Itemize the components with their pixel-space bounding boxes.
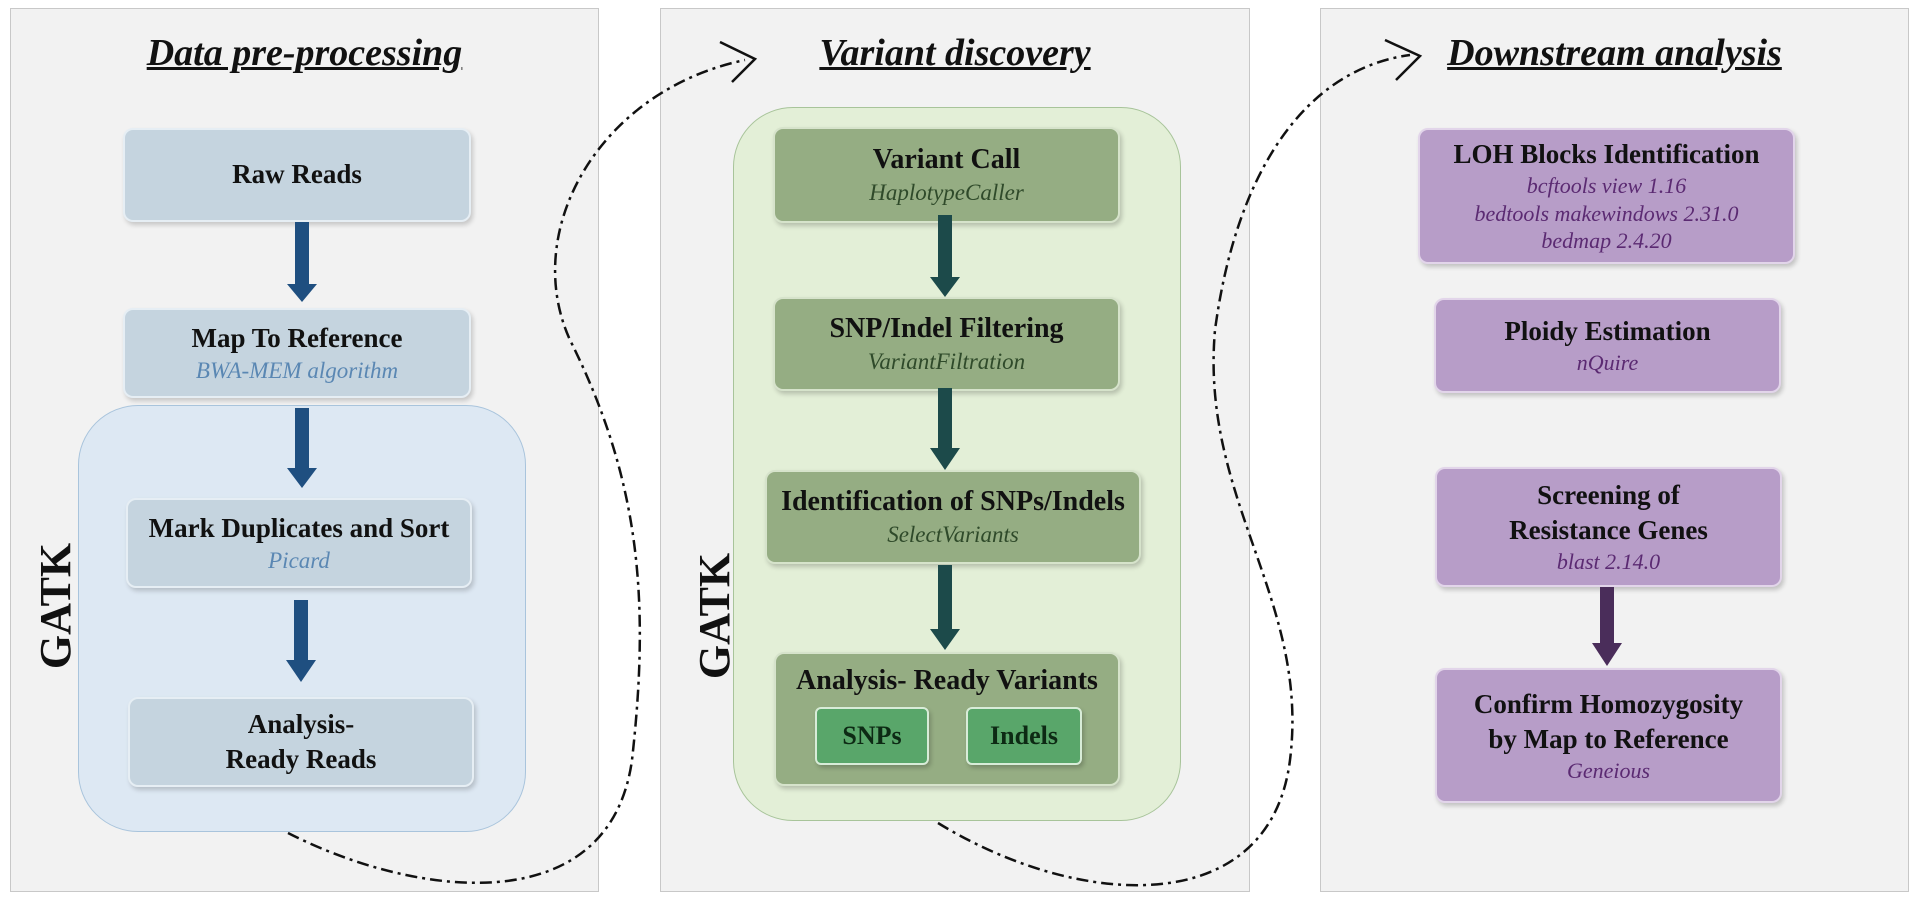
step-raw-reads: Raw Reads: [123, 128, 471, 222]
step-title: LOH Blocks Identification: [1453, 139, 1760, 170]
step-analysis-ready-reads: Analysis- Ready Reads: [128, 697, 474, 787]
step-title-line1: Analysis-: [247, 708, 355, 739]
step-title-line2: by Map to Reference: [1488, 723, 1729, 754]
down-arrow-icon: [287, 222, 317, 302]
panel-title-preprocessing: Data pre-processing: [146, 32, 463, 74]
panel-title-variant: Variant discovery: [819, 32, 1091, 74]
step-title: Analysis- Ready Variants: [796, 665, 1098, 696]
step-title: Mark Duplicates and Sort: [148, 512, 450, 543]
step-mark-duplicates: Mark Duplicates and Sort Picard: [126, 498, 472, 588]
arrowhead-icon: [1384, 38, 1423, 81]
step-title: Map To Reference: [191, 322, 403, 353]
step-tool: BWA-MEM algorithm: [195, 357, 399, 383]
dashed-connector-2: [937, 53, 1411, 887]
step-title: Ploidy Estimation: [1504, 316, 1711, 347]
step-ploidy-estimation: Ploidy Estimation nQuire: [1434, 298, 1781, 393]
step-title: SNP/Indel Filtering: [829, 312, 1064, 344]
down-arrow-icon: [287, 408, 317, 488]
step-tool: SelectVariants: [887, 522, 1019, 548]
step-map-to-reference: Map To Reference BWA-MEM algorithm: [123, 308, 471, 398]
step-title: Identification of SNPs/Indels: [781, 485, 1125, 517]
chip-snps: SNPs: [815, 707, 929, 765]
step-loh-blocks: LOH Blocks Identification bcftools view …: [1418, 128, 1795, 264]
step-tool: Picard: [268, 547, 330, 573]
step-title: Variant Call: [872, 143, 1021, 175]
step-tool: HaplotypeCaller: [869, 180, 1024, 206]
step-tool: blast 2.14.0: [1556, 549, 1661, 575]
step-tool: nQuire: [1576, 350, 1639, 376]
step-title-line2: Resistance Genes: [1509, 515, 1708, 546]
down-arrow-icon: [930, 215, 960, 297]
step-screening-resistance-genes: Screening of Resistance Genes blast 2.14…: [1435, 467, 1782, 587]
step-title-line1: Screening of: [1537, 480, 1680, 511]
step-tool-3: bedmap 2.4.20: [1541, 228, 1672, 254]
down-arrow-icon: [930, 565, 960, 650]
step-title-line1: Confirm Homozygosity: [1473, 688, 1744, 719]
step-confirm-homozygosity: Confirm Homozygosity by Map to Reference…: [1435, 668, 1782, 803]
dashed-connector-1: [287, 58, 746, 885]
step-tool-1: bcftools view 1.16: [1526, 173, 1687, 199]
down-arrow-icon: [286, 600, 316, 682]
step-tool: Geneious: [1566, 757, 1651, 783]
step-snp-indel-filtering: SNP/Indel Filtering VariantFiltration: [773, 297, 1120, 391]
down-arrow-icon: [1592, 587, 1622, 666]
step-title-line2: Ready Reads: [225, 744, 377, 774]
panel-title-downstream: Downstream analysis: [1447, 32, 1782, 74]
step-identification-snps-indels: Identification of SNPs/Indels SelectVari…: [765, 470, 1141, 564]
chip-indels: Indels: [966, 707, 1082, 765]
step-tool-2: bedtools makewindows 2.31.0: [1474, 200, 1739, 226]
down-arrow-icon: [930, 388, 960, 470]
step-variant-call: Variant Call HaplotypeCaller: [773, 127, 1120, 223]
arrowhead-icon: [719, 40, 758, 83]
step-tool: VariantFiltration: [867, 349, 1026, 375]
step-title: Raw Reads: [232, 159, 362, 190]
